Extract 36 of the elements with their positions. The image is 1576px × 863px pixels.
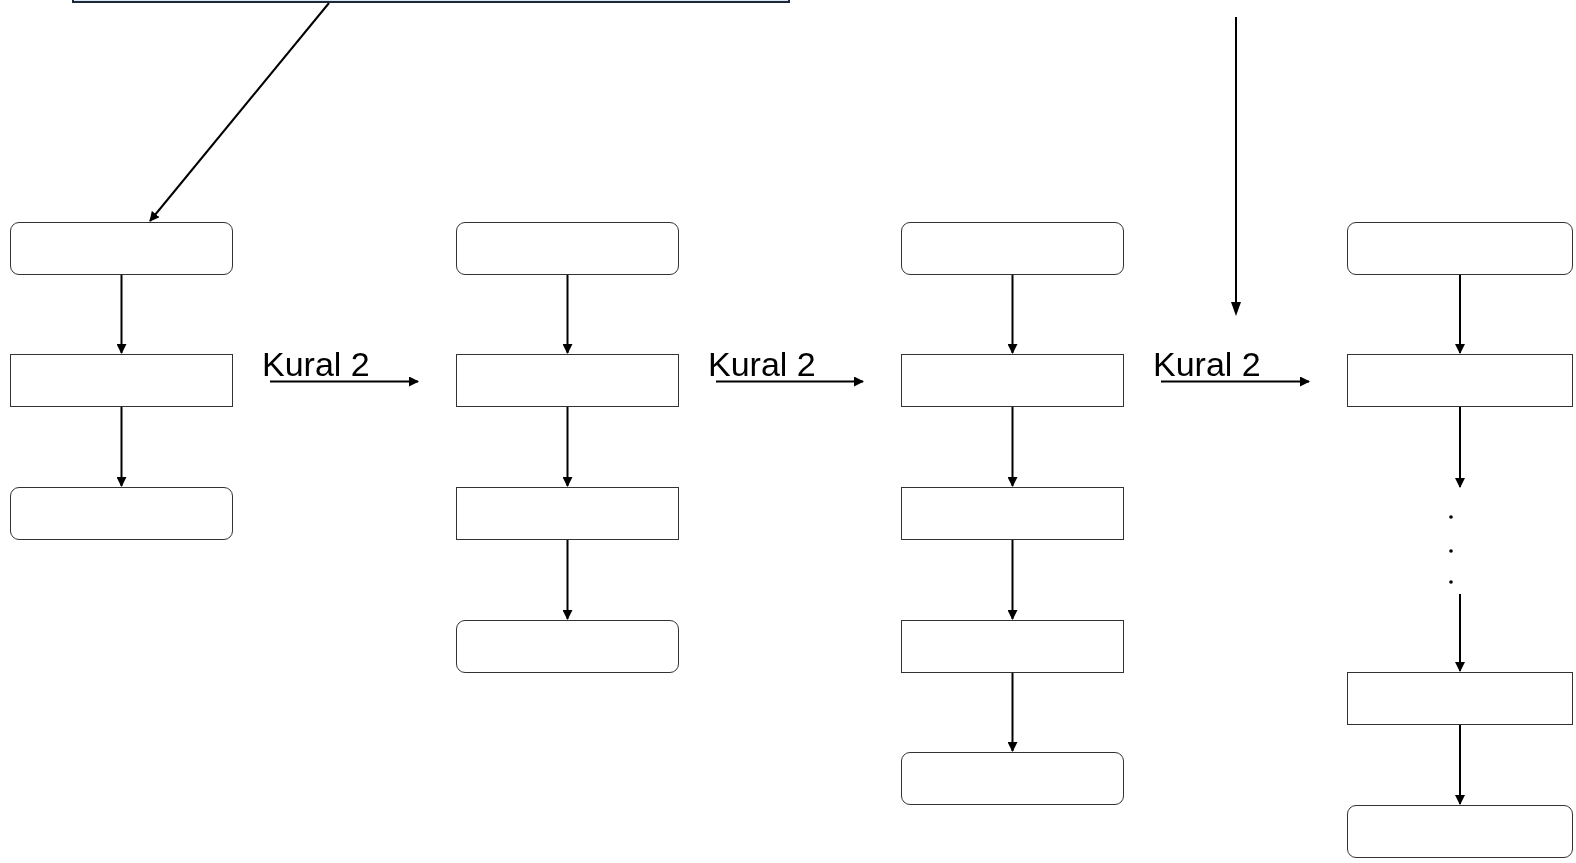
rounded-box — [456, 620, 679, 673]
process-box — [901, 620, 1124, 673]
edge-label: Kural 2 — [1153, 346, 1261, 381]
arrow — [1007, 274, 1018, 354]
arrow — [1160, 376, 1310, 387]
process-box — [456, 487, 679, 540]
process-box — [1347, 672, 1573, 725]
process-box — [1347, 354, 1573, 407]
arrow — [1455, 724, 1465, 805]
process-box — [456, 354, 679, 407]
edge-label: Kural 2 — [262, 346, 370, 381]
arrow — [1007, 672, 1018, 752]
rounded-box — [1347, 805, 1573, 858]
arrow — [562, 406, 573, 487]
process-box — [10, 354, 233, 407]
process-box — [901, 487, 1124, 540]
rounded-box — [1347, 222, 1573, 275]
rounded-box — [10, 487, 233, 540]
arrow — [116, 274, 127, 354]
arrow — [562, 274, 573, 354]
arrow — [269, 376, 419, 387]
arrow — [562, 539, 573, 620]
rounded-box — [901, 752, 1124, 805]
arrow — [715, 376, 864, 387]
arrow — [1455, 593, 1465, 672]
rounded-box — [10, 222, 233, 275]
arrow — [116, 406, 127, 487]
process-box — [901, 354, 1124, 407]
arrow — [149, 2, 330, 222]
edge-label: Kural 2 — [708, 346, 816, 381]
rounded-box — [456, 222, 679, 275]
arrow — [1455, 274, 1465, 354]
rounded-box — [901, 222, 1124, 275]
arrow — [1455, 406, 1465, 488]
arrow — [1007, 406, 1018, 487]
arrow — [1007, 539, 1018, 620]
